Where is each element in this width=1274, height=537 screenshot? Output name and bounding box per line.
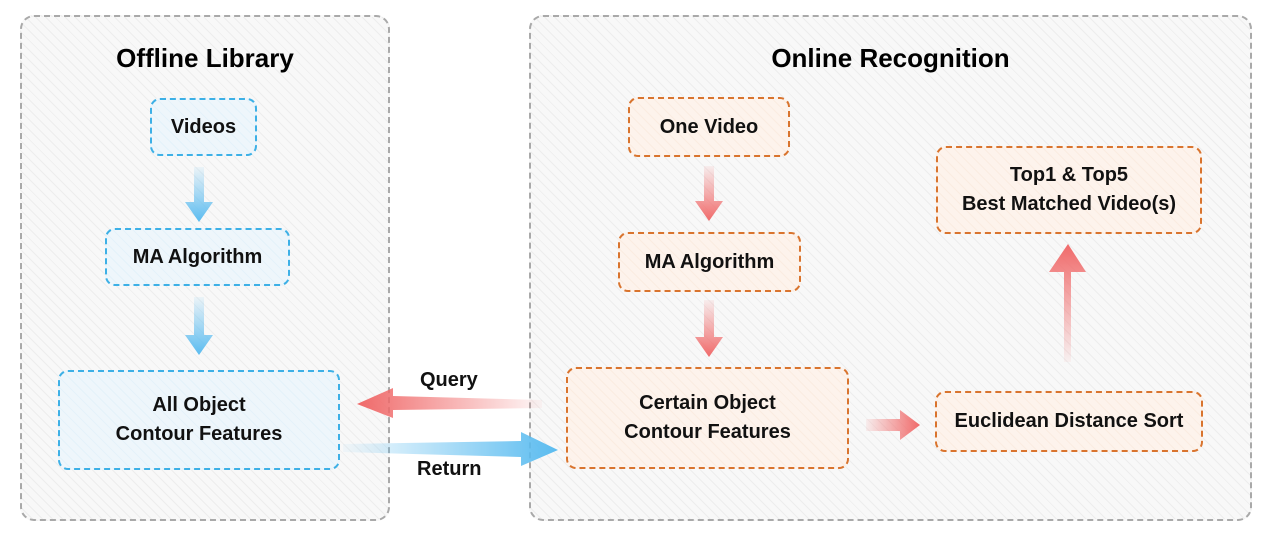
online-ma-algorithm-node: MA Algorithm: [618, 232, 801, 292]
one-video-label: One Video: [659, 115, 759, 138]
arrow-onevideo-to-ma: [695, 166, 723, 221]
arrow-query: [357, 388, 542, 418]
certain-object-features-line2: Contour Features: [624, 421, 791, 443]
euclidean-distance-sort-label: Euclidean Distance Sort: [954, 410, 1184, 432]
euclidean-distance-sort-node: Euclidean Distance Sort: [935, 391, 1203, 452]
best-matched-videos-node: Top1 & Top5 Best Matched Video(s): [936, 146, 1202, 234]
arrow-ma-to-certain-features: [695, 300, 723, 357]
query-label: Query: [420, 369, 478, 391]
all-object-features-node: All Object Contour Features: [58, 370, 340, 470]
all-object-features-line2: Contour Features: [115, 423, 283, 445]
online-ma-algorithm-label: MA Algorithm: [644, 250, 775, 273]
certain-object-features-line1: Certain Object: [639, 392, 776, 414]
best-matched-videos-line1: Top1 & Top5: [1009, 164, 1129, 186]
best-matched-videos-line2: Best Matched Video(s): [961, 193, 1177, 215]
one-video-node: One Video: [628, 97, 790, 157]
arrow-return: [343, 432, 558, 466]
arrow-sort-to-result: [1049, 244, 1086, 362]
arrow-videos-to-ma: [185, 167, 213, 222]
offline-ma-algorithm-node: MA Algorithm: [105, 228, 290, 286]
certain-object-features-node: Certain Object Contour Features: [566, 367, 849, 469]
return-label: Return: [417, 458, 482, 480]
online-recognition-title: Online Recognition: [771, 43, 1010, 73]
all-object-features-line1: All Object: [152, 394, 246, 416]
offline-library-title: Offline Library: [116, 43, 294, 73]
arrow-ma-to-all-features: [185, 297, 213, 355]
arrow-certain-to-sort: [866, 410, 920, 440]
videos-node-label: Videos: [170, 115, 237, 138]
videos-node: Videos: [150, 98, 257, 156]
offline-ma-algorithm-label: MA Algorithm: [132, 245, 263, 268]
